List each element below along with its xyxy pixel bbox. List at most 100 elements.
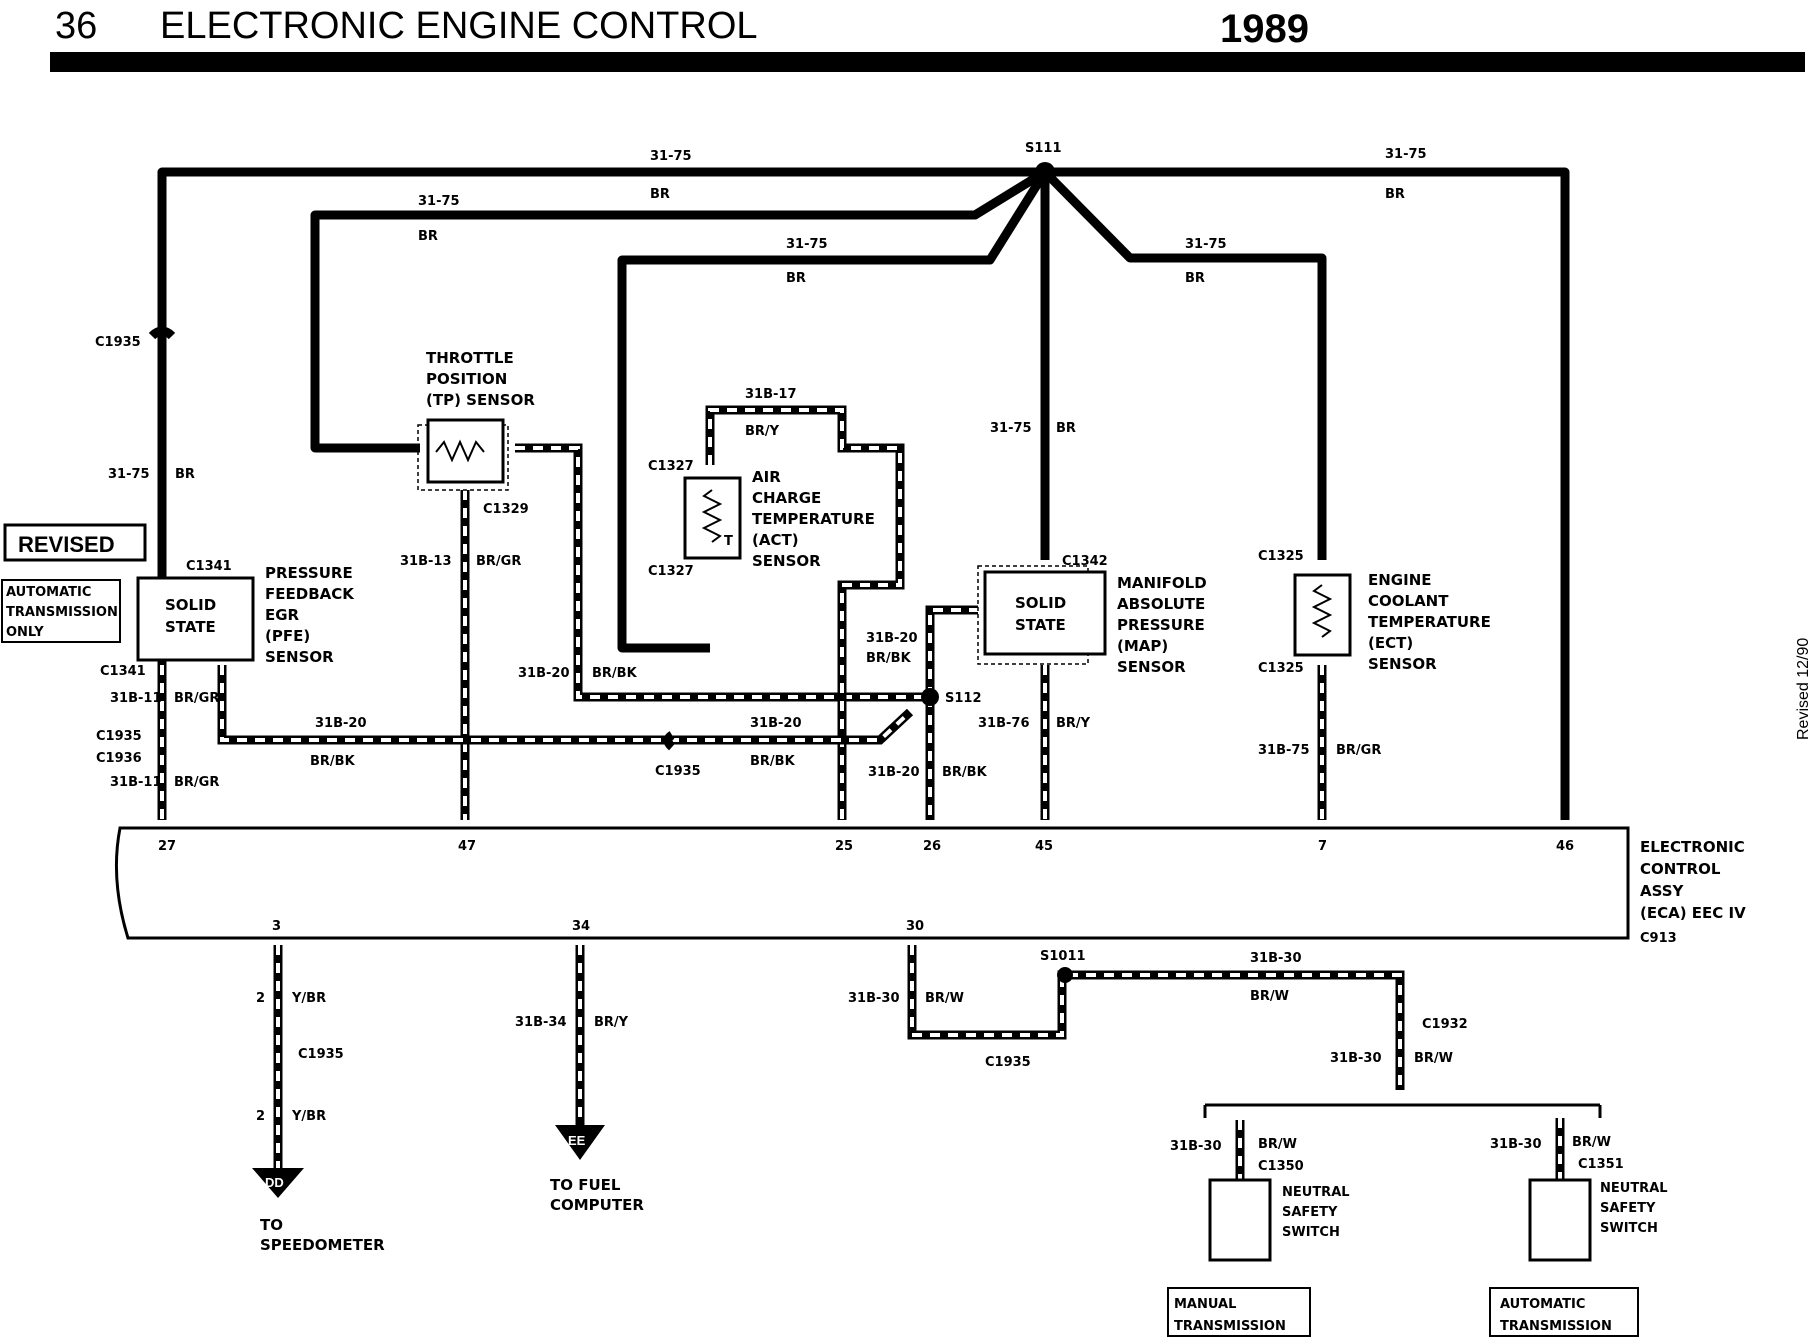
neutral-switch-label: NEUTRAL [1282, 1185, 1350, 1200]
automatic-transmission-label: TRANSMISSION [1500, 1319, 1612, 1334]
eca-label: ELECTRONIC [1640, 838, 1745, 856]
connector-c1935: C1935 [95, 335, 141, 350]
wire-color-label: BR [418, 229, 438, 244]
wire-label: 31B-76 [978, 716, 1030, 731]
solid-state-label: STATE [165, 618, 216, 636]
wire-color-label: BR [650, 187, 670, 202]
wire-color-label: BR/GR [476, 554, 521, 569]
pin-number: 34 [572, 919, 590, 934]
automatic-transmission-box [1489, 1287, 1639, 1337]
tp-sensor-label: POSITION [426, 370, 507, 388]
to-fuel-computer-label: COMPUTER [550, 1196, 644, 1214]
wire-color-label: Y/BR [291, 991, 326, 1006]
eca-bottom-pins: 3 34 30 [272, 919, 924, 934]
connector-c1932: C1932 [1422, 1017, 1468, 1032]
act-sensor-label: CHARGE [752, 489, 821, 507]
branch-bar-ends [1203, 1105, 1602, 1118]
eca-label: (ECA) EEC IV [1640, 904, 1746, 922]
wire-color-label: BR/BK [310, 754, 356, 769]
page-year: 1989 [1220, 7, 1309, 51]
ect-sensor-body [1293, 573, 1352, 657]
wire-label: 31B-20 [868, 765, 920, 780]
eca-module [114, 826, 1630, 940]
splice-s112 [921, 688, 939, 706]
thermistor-icon [1311, 584, 1333, 638]
connector-c1341: C1341 [186, 559, 232, 574]
wire-br-tp [310, 168, 1048, 453]
wire-color-label: BR [175, 467, 195, 482]
ect-sensor-label: COOLANT [1368, 592, 1449, 610]
auto-only-note-box [1, 579, 121, 643]
wire-color-label: BR/Y [1056, 716, 1091, 731]
wire-color-label: BR/W [1250, 989, 1289, 1004]
wire-31b20-pfe [217, 665, 914, 745]
ect-sensor-label: ENGINE [1368, 571, 1432, 589]
ect-sensor-label: SENSOR [1368, 655, 1437, 673]
wire-label: 31B-34 [515, 1015, 567, 1030]
terminal-dd-label: DD [265, 1175, 284, 1190]
pin-number: 27 [158, 839, 176, 854]
auto-only-note: AUTOMATIC [6, 585, 91, 600]
connector-c1327: C1327 [648, 459, 694, 474]
pfe-sensor-label: (PFE) [265, 627, 310, 645]
pin-number: 46 [1556, 839, 1574, 854]
wire-label: 31B-20 [315, 716, 367, 731]
automatic-transmission-label: AUTOMATIC [1500, 1297, 1585, 1312]
wire-31b20-map [925, 605, 978, 820]
wire-color-label: BR/W [1414, 1051, 1453, 1066]
act-sensor-label: TEMPERATURE [752, 510, 875, 528]
revised-badge: REVISED [18, 532, 115, 557]
pin-number: 47 [458, 839, 476, 854]
connector-c1935: C1935 [985, 1055, 1031, 1070]
wire-color-label: BR/GR [1336, 743, 1381, 758]
wire-label: 31B-17 [745, 387, 797, 402]
tp-sensor-body [426, 418, 505, 484]
solid-state-label: STATE [1015, 616, 1066, 634]
connector-c1342: C1342 [1062, 554, 1108, 569]
auto-only-note: TRANSMISSION [6, 605, 118, 620]
pfe-sensor-label: EGR [265, 606, 300, 624]
wire-label: 31B-11 [110, 691, 162, 706]
wire-label: 31B-30 [1330, 1051, 1382, 1066]
terminal-dd [252, 1168, 304, 1198]
manual-transmission-box [1167, 1287, 1311, 1337]
wire-31b20-tp [515, 443, 930, 702]
wire-label: 31-75 [650, 149, 692, 164]
pfe-sensor-label: FEEDBACK [265, 585, 355, 603]
ect-sensor-label: (ECT) [1368, 634, 1413, 652]
wire-color-label: BR [1185, 271, 1205, 286]
act-sensor-body [683, 476, 742, 560]
tp-sensor-label: (TP) SENSOR [426, 391, 535, 409]
wire-label: 31-75 [1385, 147, 1427, 162]
map-sensor-label: (MAP) [1117, 637, 1168, 655]
wire-color-label: BR [1056, 421, 1076, 436]
page-number: 36 [55, 5, 97, 47]
terminal-ee-label: EE [568, 1133, 586, 1148]
page-title: ELECTRONIC ENGINE CONTROL [160, 5, 758, 47]
splice-s111-label: S111 [1025, 141, 1062, 156]
wire-color-label: BR/Y [745, 424, 780, 439]
wire-label: 31B-30 [1170, 1139, 1222, 1154]
ect-sensor-label: TEMPERATURE [1368, 613, 1491, 631]
splice-s1011-label: S1011 [1040, 949, 1086, 964]
solid-state-label: SOLID [165, 596, 216, 614]
wire-label: 2 [256, 991, 265, 1006]
wire-br-pin46 [1045, 167, 1570, 820]
wire-color-label: Y/BR [291, 1109, 326, 1124]
to-speedometer-label: SPEEDOMETER [260, 1236, 385, 1254]
wire-color-label: BR/BK [750, 754, 796, 769]
map-sensor-body [983, 570, 1107, 656]
manual-transmission-label: MANUAL [1174, 1297, 1236, 1312]
wire-label: 31B-30 [848, 991, 900, 1006]
pin-number: 45 [1035, 839, 1053, 854]
wire-color-label: BR/BK [592, 666, 638, 681]
wire-label: 31B-75 [1258, 743, 1310, 758]
wire-color-label: BR [1385, 187, 1405, 202]
connector-c1351: C1351 [1578, 1157, 1624, 1172]
wire-label: 31-75 [1185, 237, 1227, 252]
wire-label: 31B-30 [1250, 951, 1302, 966]
to-speedometer-label: TO [260, 1216, 283, 1234]
neutral-safety-switch-automatic [1528, 1178, 1592, 1262]
wire-br-act [617, 169, 1049, 653]
wire-label: 31B-30 [1490, 1137, 1542, 1152]
